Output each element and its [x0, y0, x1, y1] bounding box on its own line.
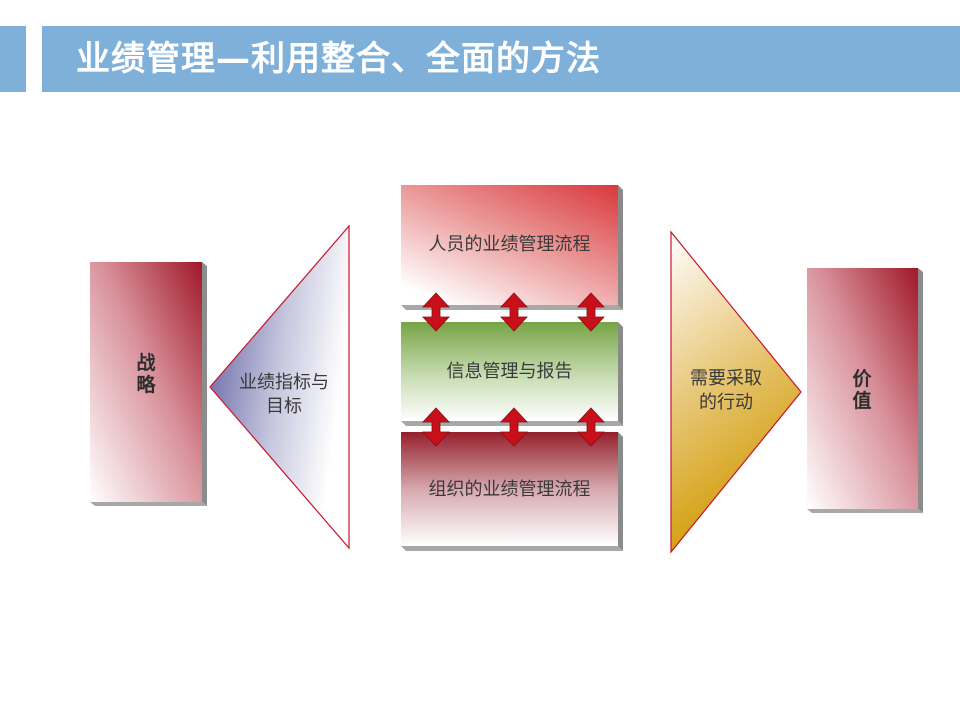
right-triangle-label-line1: 需要采取: [690, 368, 762, 389]
double-arrow-icon: [577, 407, 605, 447]
right-triangle-label-line2: 的行动: [699, 392, 753, 413]
header-bar: 业绩管理—利用整合、全面的方法: [42, 26, 960, 92]
people-process-box: [401, 185, 623, 310]
left-triangle: [209, 224, 350, 550]
page-title: 业绩管理—利用整合、全面的方法: [76, 39, 601, 79]
information-label: 信息管理与报告: [446, 361, 573, 382]
strategy-box: [90, 262, 207, 506]
information-box: [401, 322, 623, 426]
right-triangle: [670, 230, 802, 554]
header-accent-bar: [0, 26, 26, 92]
people-process-label: 人员的业绩管理流程: [428, 234, 591, 255]
value-box: [807, 268, 923, 513]
double-arrow-icon: [500, 407, 528, 447]
organization-process-box: [401, 432, 623, 551]
organization-process-label: 组织的业绩管理流程: [428, 479, 591, 500]
value-label: 价值: [852, 368, 872, 412]
strategy-label: 战略: [136, 352, 156, 396]
double-arrow-icon: [422, 292, 450, 332]
double-arrow-icon: [577, 292, 605, 332]
double-arrow-icon: [422, 407, 450, 447]
left-triangle-label-line2: 目标: [266, 396, 302, 417]
double-arrow-icon: [500, 292, 528, 332]
left-triangle-label-line1: 业绩指标与: [239, 372, 329, 393]
